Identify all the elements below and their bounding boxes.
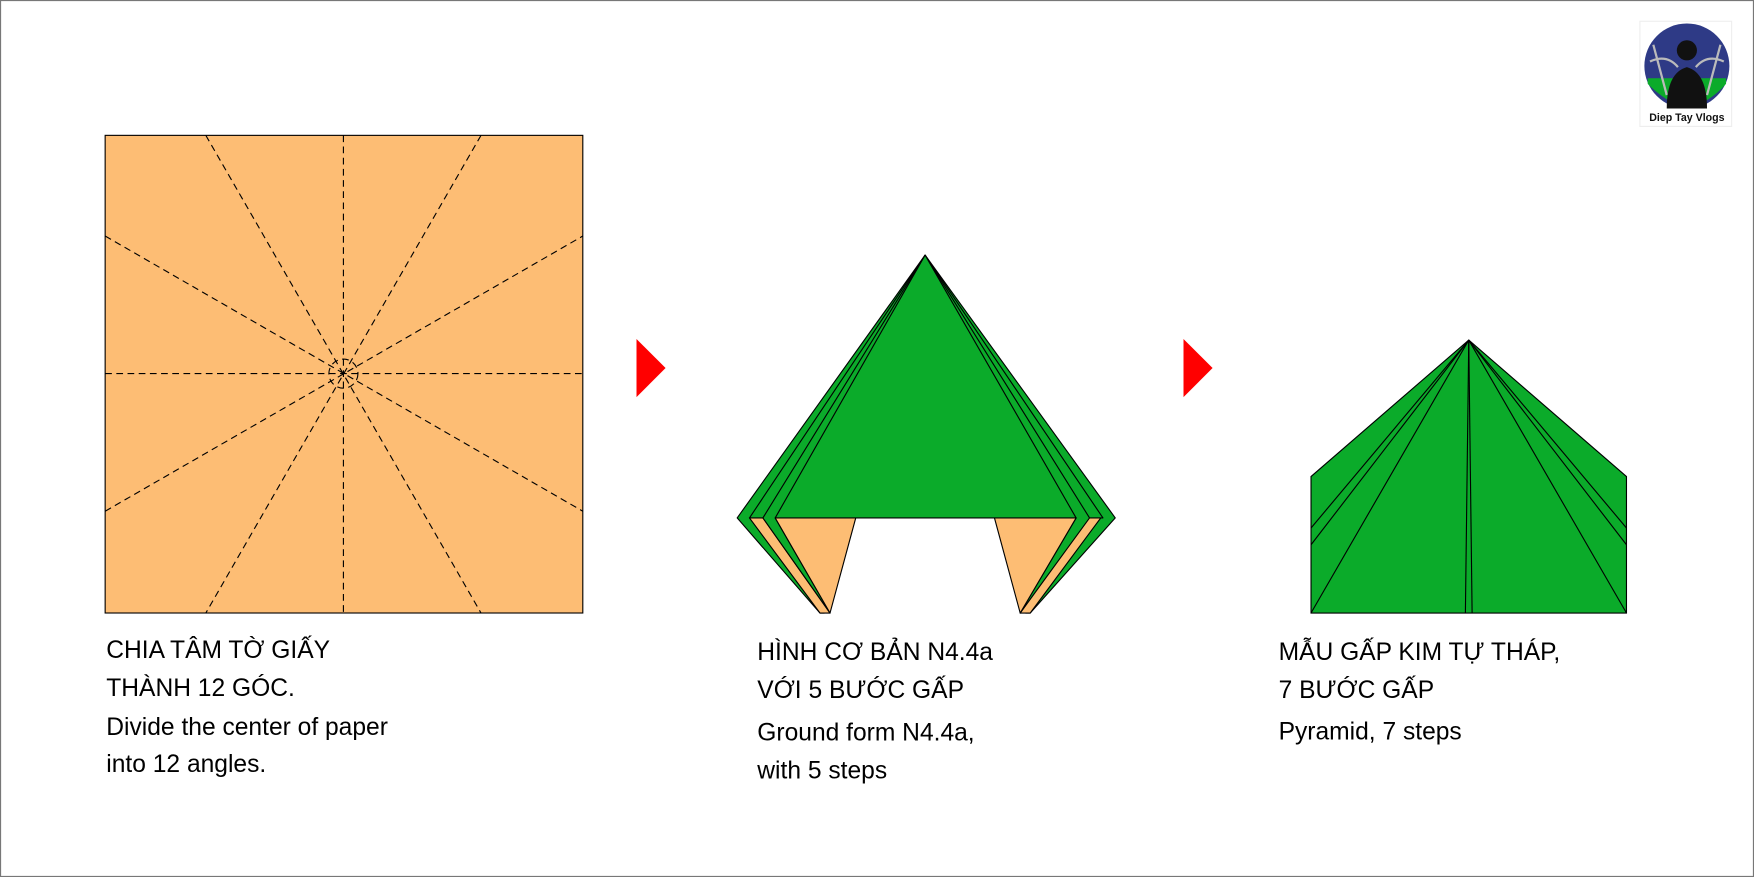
svg-text:Pyramid, 7 steps: Pyramid, 7 steps — [1279, 718, 1462, 745]
step3-pyramid-diagram — [1310, 339, 1628, 614]
svg-text:VỚI 5 BƯỚC GẤP: VỚI 5 BƯỚC GẤP — [757, 676, 964, 704]
svg-text:THÀNH 12 GÓC.: THÀNH 12 GÓC. — [106, 675, 295, 702]
svg-text:into 12 angles.: into 12 angles. — [106, 751, 266, 778]
svg-text:MẪU GẤP KIM TỰ THÁP,: MẪU GẤP KIM TỰ THÁP, — [1279, 637, 1561, 666]
svg-text:Divide the center of paper: Divide the center of paper — [106, 714, 388, 741]
step2-ground-form-diagram — [736, 254, 1116, 614]
step2-caption: HÌNH CƠ BẢN N4.4a VỚI 5 BƯỚC GẤP Ground … — [756, 637, 993, 785]
next-arrow-icon — [1183, 338, 1213, 398]
next-arrow-icon — [636, 338, 666, 398]
logo: Diep Tay Vlogs — [1639, 20, 1733, 127]
svg-text:with 5 steps: with 5 steps — [756, 758, 887, 785]
svg-text:Ground form N4.4a,: Ground form N4.4a, — [757, 720, 974, 747]
svg-text:CHIA TÂM TỜ GIẤY: CHIA TÂM TỜ GIẤY — [106, 636, 330, 664]
svg-text:HÌNH CƠ BẢN N4.4a: HÌNH CƠ BẢN N4.4a — [757, 637, 993, 666]
step1-square-diagram — [104, 134, 584, 614]
logo-text: Diep Tay Vlogs — [1649, 112, 1724, 124]
svg-text:7 BƯỚC GẤP: 7 BƯỚC GẤP — [1279, 676, 1435, 704]
step1-caption: CHIA TÂM TỜ GIẤY THÀNH 12 GÓC. Divide th… — [106, 636, 388, 778]
step3-caption: MẪU GẤP KIM TỰ THÁP, 7 BƯỚC GẤP Pyramid,… — [1279, 637, 1561, 745]
